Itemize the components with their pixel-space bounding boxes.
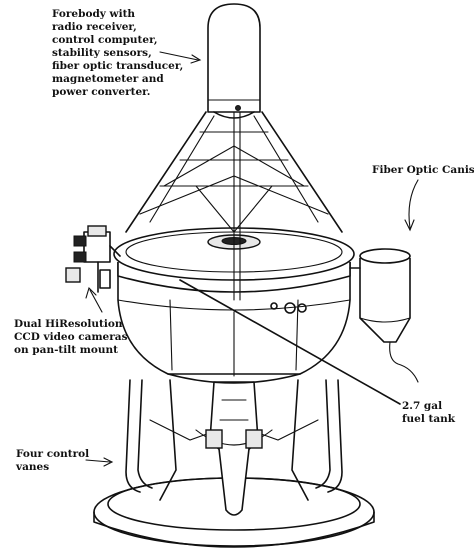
vanes-label-line: Four control: [16, 448, 90, 460]
cameras-label-line: CCD video cameras: [14, 331, 128, 343]
vanes-label-line: vanes: [16, 461, 50, 473]
annotation-pointers: [85, 51, 419, 467]
forebody-label: Forebody with radio receiver, control co…: [52, 8, 183, 99]
cameras-label: Dual HiResolution CCD video cameras on p…: [14, 318, 127, 357]
forebody-label-line: control computer,: [52, 34, 158, 46]
engine-nozzle: [195, 381, 273, 516]
forebody: [207, 3, 261, 119]
vanes-label: Four control vanes: [16, 448, 89, 474]
fiber-optic-canister: [349, 248, 419, 383]
canister-label-line: Fiber Optic Canister: [372, 164, 474, 176]
fuel-tank-body: [117, 262, 351, 384]
forebody-label-line: magnetometer and: [52, 73, 164, 85]
fuel-tank-label-line: fuel tank: [402, 413, 456, 425]
forebody-label-line: power converter.: [52, 86, 151, 98]
canister-label: Fiber Optic Canister: [372, 164, 474, 177]
forebody-label-line: fiber optic transducer,: [52, 60, 184, 72]
cameras-label-line: on pan-tilt mount: [14, 344, 118, 356]
forebody-label-line: stability sensors,: [52, 47, 152, 59]
fuel-tank-label-line: 2.7 gal: [402, 400, 443, 412]
forebody-label-line: radio receiver,: [52, 21, 137, 33]
cameras-label-line: Dual HiResolution: [14, 318, 123, 330]
truss-frame: [125, 99, 343, 301]
landing-legs: [125, 379, 343, 501]
forebody-label-line: Forebody with: [52, 8, 136, 20]
fuel-tank-label: 2.7 gal fuel tank: [402, 400, 455, 426]
camera-mount: [65, 225, 121, 293]
